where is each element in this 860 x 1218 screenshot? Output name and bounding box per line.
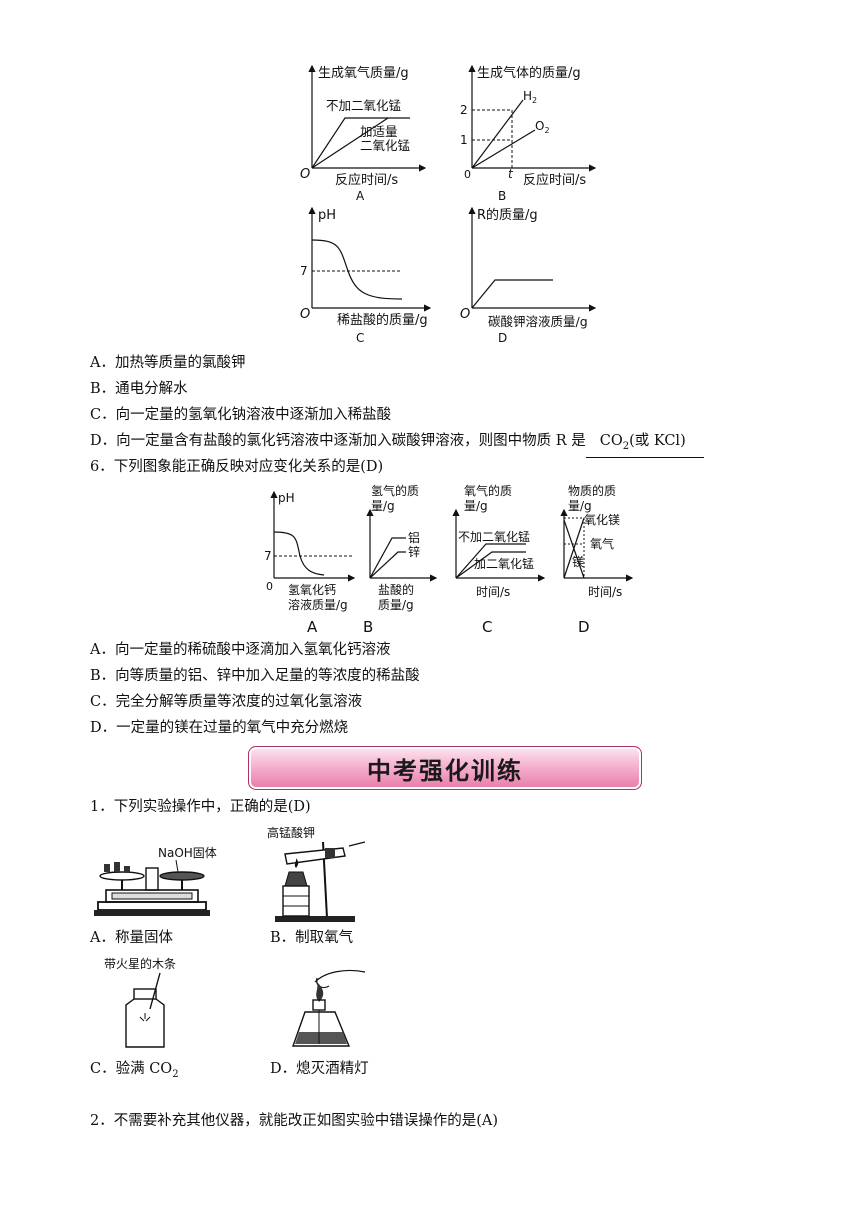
svg-text:量/g: 量/g: [464, 499, 488, 513]
svg-text:C: C: [356, 331, 364, 345]
t2-stem: 2．不需要补充其他仪器，就能改正如图实验中错误操作的是(A): [90, 1113, 499, 1129]
svg-text:反应时间/s: 反应时间/s: [335, 172, 398, 188]
svg-text:物质的质: 物质的质: [568, 483, 616, 498]
q6-graph-c: 氧气的质 量/g 不加二氧化锰 加二氧化锰 时间/s C: [452, 483, 546, 636]
svg-text:氢气的质: 氢气的质: [371, 483, 419, 498]
svg-text:盐酸的: 盐酸的: [378, 582, 414, 597]
t1-option-c: C．验满 CO2: [90, 1061, 179, 1080]
svg-text:碳酸钾溶液质量/g: 碳酸钾溶液质量/g: [488, 314, 588, 329]
q6-option-a: A．向一定量的稀硫酸中逐滴加入氢氧化钙溶液: [90, 642, 391, 658]
q6-option-c: C．完全分解等质量等浓度的过氧化氢溶液: [90, 694, 363, 710]
svg-text:7: 7: [300, 264, 308, 278]
q6-stem: 6．下列图象能正确反映对应变化关系的是(D): [90, 459, 384, 475]
svg-text:H2: H2: [523, 89, 537, 105]
graph-a-ylabel: 生成氧气质量/g: [318, 65, 409, 81]
svg-text:时间/s: 时间/s: [588, 585, 622, 599]
q5-answer: CO2(或 KCl): [585, 431, 704, 458]
svg-text:B: B: [363, 618, 373, 636]
svg-text:A: A: [356, 189, 365, 202]
t1-option-b: B．制取氧气: [270, 930, 354, 946]
svg-text:pH: pH: [318, 208, 336, 223]
svg-text:t: t: [508, 167, 514, 181]
svg-text:反应时间/s: 反应时间/s: [523, 172, 586, 188]
svg-text:O: O: [300, 167, 310, 182]
t1-option-a: A．称量固体: [90, 930, 173, 946]
svg-text:二氧化锰: 二氧化锰: [360, 138, 411, 153]
svg-text:质量/g: 质量/g: [378, 598, 414, 612]
svg-text:铝: 铝: [408, 530, 420, 545]
svg-text:C: C: [482, 618, 492, 636]
alcohol-lamp-illustration: [292, 969, 366, 1047]
q5-graph-d: R的质量/g O 碳酸钾溶液质量/g D: [460, 206, 597, 345]
svg-text:2: 2: [460, 103, 468, 117]
q5-option-b: B．通电分解水: [90, 381, 188, 397]
svg-text:加适量: 加适量: [360, 124, 398, 139]
q6-graph-b: 氢气的质 量/g 铝 锌 盐酸的 质量/g B: [363, 483, 438, 636]
svg-text:带火星的木条: 带火星的木条: [104, 956, 176, 971]
svg-text:1: 1: [460, 133, 468, 147]
q6-graph-d: 物质的质 量/g 氧化镁 氧气 镁 时间/s D: [560, 483, 634, 636]
svg-text:氧化镁: 氧化镁: [584, 513, 620, 527]
svg-text:不加二氧化锰: 不加二氧化锰: [326, 98, 402, 113]
svg-text:O: O: [460, 307, 470, 322]
svg-text:氧气: 氧气: [590, 536, 614, 551]
svg-text:7: 7: [264, 549, 272, 563]
splint-bottle-illustration: 带火星的木条: [104, 956, 176, 1048]
balance-illustration: NaOH固体: [94, 846, 217, 916]
svg-text:量/g: 量/g: [568, 499, 592, 513]
svg-text:pH: pH: [278, 491, 295, 505]
svg-text:加二氧化锰: 加二氧化锰: [474, 556, 534, 571]
svg-text:D: D: [498, 331, 507, 345]
svg-text:NaOH固体: NaOH固体: [158, 846, 217, 860]
svg-text:生成气体的质量/g: 生成气体的质量/g: [477, 65, 581, 81]
q6-option-d: D．一定量的镁在过量的氧气中充分燃烧: [90, 720, 349, 736]
svg-text:高锰酸钾: 高锰酸钾: [267, 825, 315, 840]
svg-text:溶液质量/g: 溶液质量/g: [288, 597, 348, 612]
svg-text:O: O: [300, 307, 310, 322]
svg-text:R的质量/g: R的质量/g: [477, 207, 538, 223]
svg-text:O2: O2: [535, 119, 550, 135]
q5-graph-a: 生成氧气质量/g O 不加二氧化锰 加适量 二氧化锰 反应时间/s A: [300, 64, 427, 202]
q6-option-b: B．向等质量的铝、锌中加入足量的等浓度的稀盐酸: [90, 668, 420, 684]
svg-text:0: 0: [464, 168, 471, 181]
svg-text:不加二氧化锰: 不加二氧化锰: [458, 529, 530, 544]
svg-text:时间/s: 时间/s: [476, 585, 510, 599]
svg-text:氢氧化钙: 氢氧化钙: [288, 582, 336, 597]
t1-stem: 1．下列实验操作中，正确的是(D): [90, 799, 311, 815]
svg-text:A: A: [307, 618, 318, 636]
svg-text:镁: 镁: [572, 555, 584, 569]
q6-graph-a: pH 7 0 氢氧化钙 溶液质量/g A: [264, 490, 356, 636]
q5-option-a: A．加热等质量的氯酸钾: [90, 355, 246, 371]
t1-option-d: D．熄灭酒精灯: [270, 1061, 369, 1077]
section-banner: 中考强化训练: [248, 746, 642, 790]
svg-text:量/g: 量/g: [371, 499, 395, 513]
oxygen-apparatus-illustration: 高锰酸钾: [267, 825, 366, 922]
q5-graph-c: pH 7 O 稀盐酸的质量/g C: [300, 206, 432, 345]
svg-text:稀盐酸的质量/g: 稀盐酸的质量/g: [337, 312, 428, 328]
svg-text:0: 0: [266, 580, 273, 593]
svg-text:B: B: [498, 189, 506, 202]
svg-text:锌: 锌: [408, 545, 420, 559]
q5-option-c: C．向一定量的氢氧化钠溶液中逐渐加入稀盐酸: [90, 407, 392, 423]
svg-text:D: D: [578, 618, 590, 636]
q5-graph-b: 生成气体的质量/g 2 1 0 t H2 O2 反应时间/s B: [460, 64, 597, 202]
svg-text:氧气的质: 氧气的质: [464, 483, 512, 498]
